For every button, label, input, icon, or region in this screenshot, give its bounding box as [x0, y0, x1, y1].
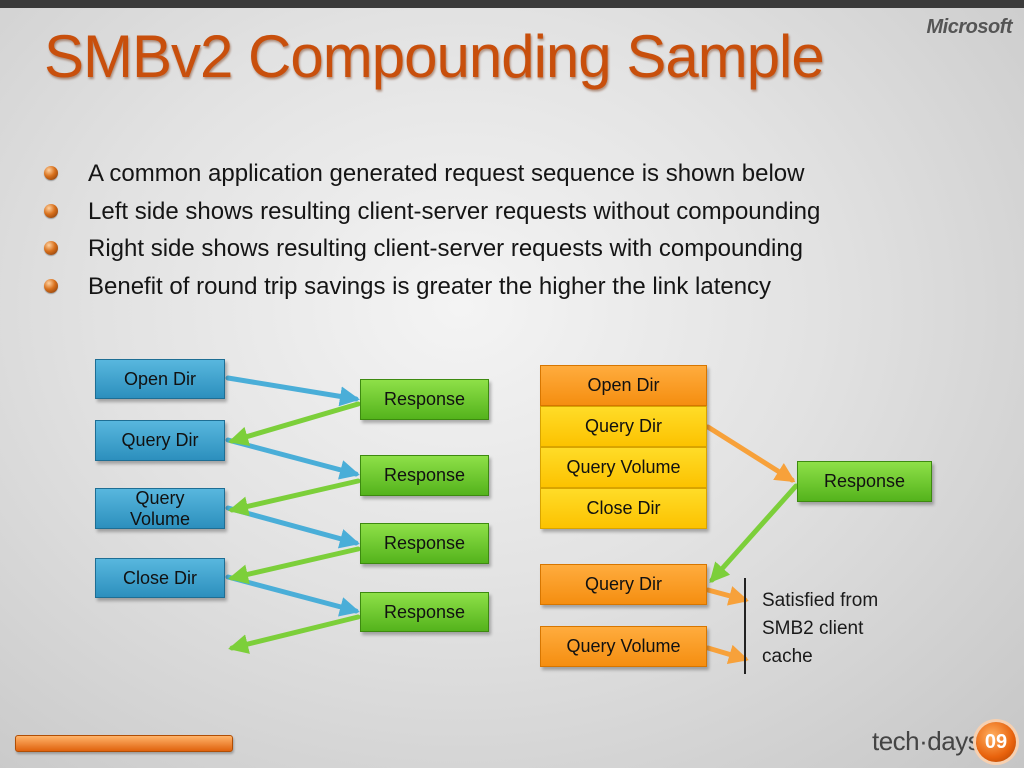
response-arrow [228, 401, 361, 447]
request-arrow [225, 437, 360, 480]
cache-note-line: Satisfied from [762, 590, 879, 611]
request-arrow [225, 505, 360, 549]
bullet-item: Left side shows resulting client-server … [44, 193, 820, 231]
microsoft-logo: Microsoft [926, 16, 1013, 38]
compound-request-arrow [705, 424, 796, 483]
cache-arrow [705, 644, 749, 665]
compound-close-dir: Close Dir [540, 488, 707, 529]
response-box: Response [360, 523, 489, 564]
request-open-dir: Open Dir [95, 359, 225, 399]
compound-query-volume: Query Volume [540, 447, 707, 488]
cache-note-line: cache [762, 646, 813, 667]
slide-title: SMBv2 Compounding Sample [44, 23, 825, 90]
cached-query-dir: Query Dir [540, 564, 707, 605]
bullet-item: A common application generated request s… [44, 155, 820, 193]
request-query-dir: Query Dir [95, 420, 225, 461]
compound-response-arrow [709, 483, 799, 583]
cache-note-line: SMB2 client [762, 618, 864, 639]
techdays-logo: tech·days [872, 726, 981, 756]
bullet-item: Right side shows resulting client-server… [44, 230, 820, 268]
compound-query-dir: Query Dir [540, 406, 707, 447]
request-arrow [225, 574, 360, 617]
bullet-list: A common application generated request s… [44, 155, 820, 305]
bullet-text: Benefit of round trip savings is greater… [88, 272, 772, 300]
footer-accent-bar [15, 735, 233, 752]
bullet-item: Benefit of round trip savings is greater… [44, 268, 820, 306]
response-box: Response [360, 379, 489, 420]
cache-arrow [705, 586, 749, 606]
bullet-icon [44, 241, 58, 255]
response-arrow [228, 546, 361, 585]
top-bar [0, 0, 1024, 8]
request-query-volume: Query Volume [95, 488, 225, 529]
response-arrow [228, 614, 361, 654]
bullet-icon [44, 166, 58, 180]
compound-open-dir: Open Dir [540, 365, 707, 406]
response-arrow [228, 478, 361, 517]
bullet-text: Right side shows resulting client-server… [88, 235, 804, 262]
cached-query-volume: Query Volume [540, 626, 707, 667]
response-box: Response [360, 592, 489, 632]
response-box: Response [360, 455, 489, 496]
cache-note: Satisfied from SMB2 client cache [762, 587, 878, 671]
bullet-icon [44, 278, 58, 293]
techdays-badge-icon: 09 [976, 722, 1016, 762]
cache-bracket [744, 578, 746, 674]
request-close-dir: Close Dir [95, 558, 225, 598]
bullet-text: A common application generated request s… [88, 160, 805, 187]
bullet-text: Left side shows resulting client-server … [88, 197, 821, 225]
request-arrow [225, 375, 360, 407]
bullet-icon [44, 203, 58, 218]
compound-response: Response [797, 461, 932, 502]
